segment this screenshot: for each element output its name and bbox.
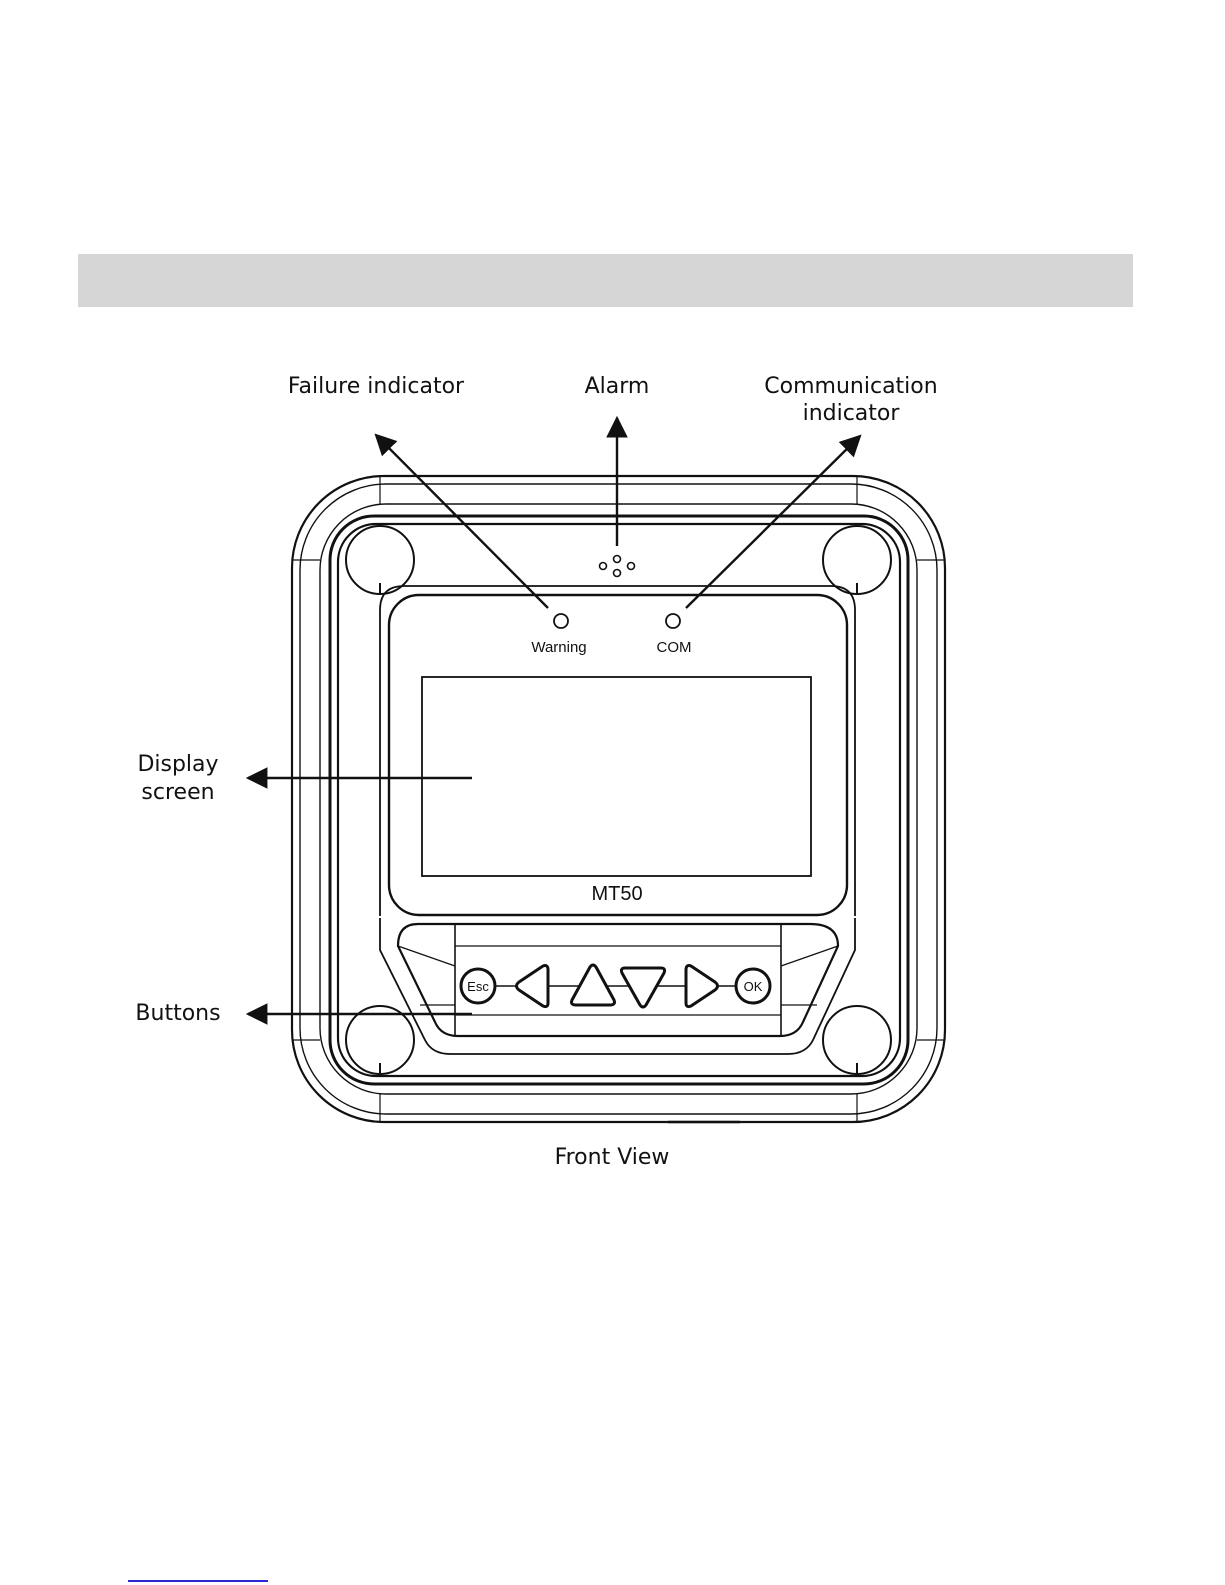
front-panel xyxy=(380,586,855,916)
display-screen-label-line1: Display xyxy=(137,752,218,777)
communication-indicator-label-line2: indicator xyxy=(803,401,901,426)
alarm-label: Alarm xyxy=(585,374,650,399)
alarm-buzzer-holes xyxy=(600,556,635,577)
display-screen-label-line2: screen xyxy=(141,780,214,805)
keypad-area xyxy=(380,918,855,1054)
esc-button[interactable]: Esc xyxy=(461,969,495,1003)
ok-button-label: OK xyxy=(744,979,763,994)
esc-button-label: Esc xyxy=(467,979,489,994)
up-arrow-button[interactable] xyxy=(572,965,615,1005)
corner-holes xyxy=(346,526,891,1074)
down-arrow-button[interactable] xyxy=(621,968,664,1007)
failure-indicator-label: Failure indicator xyxy=(288,374,465,399)
failure-indicator-arrow xyxy=(376,435,548,608)
warning-led xyxy=(554,614,568,628)
warning-label: Warning xyxy=(531,639,586,656)
com-label: COM xyxy=(657,639,692,656)
display-screen xyxy=(422,677,811,876)
right-arrow-button[interactable] xyxy=(686,966,718,1007)
buttons-label: Buttons xyxy=(135,1001,220,1026)
display-bezel xyxy=(389,595,847,915)
communication-indicator-arrow xyxy=(686,436,860,608)
ok-button[interactable]: OK xyxy=(736,969,770,1003)
com-led xyxy=(666,614,680,628)
footer-link-rule xyxy=(128,1580,268,1582)
left-arrow-button[interactable] xyxy=(517,966,549,1007)
figure-caption: Front View xyxy=(555,1145,670,1170)
model-label: MT50 xyxy=(591,883,642,905)
communication-indicator-label-line1: Communication xyxy=(764,374,937,399)
